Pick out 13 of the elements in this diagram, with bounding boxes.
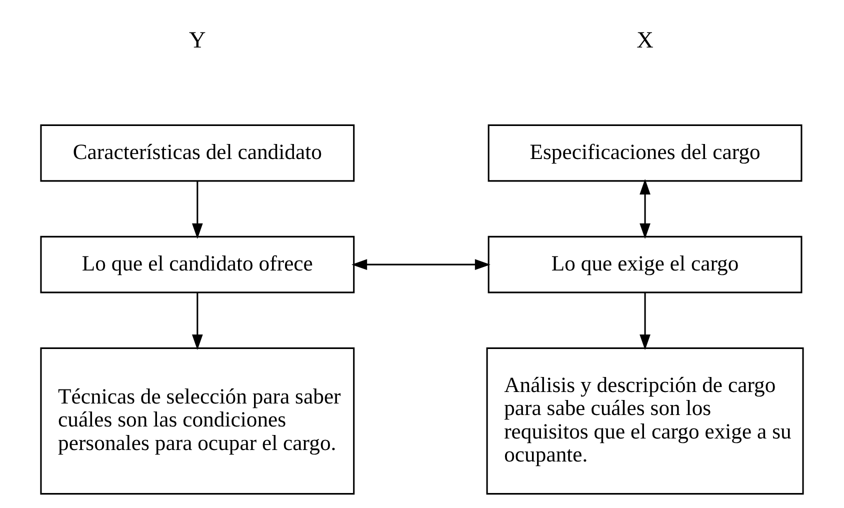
arrow [192, 180, 203, 238]
label: Y [189, 27, 206, 54]
arrow [640, 292, 650, 350]
arrow [640, 178, 650, 238]
node-box: Características del candidato [40, 124, 355, 182]
node-box: Especificaciones del cargo [488, 124, 802, 182]
arrow [352, 258, 490, 270]
label: X [636, 27, 654, 54]
node-box: Lo que el candidato ofrece [40, 235, 355, 293]
arrow [192, 292, 203, 350]
node-box: Análisis y descripción de cargo para sabe cuáles son los requisitos que el cargo exige a su ocupante. [486, 346, 804, 494]
node-box: Lo que exige el cargo [488, 235, 802, 293]
node-box: Técnicas de selección para saber cuáles son las condiciones personales para ocupar el cargo. [40, 346, 355, 494]
